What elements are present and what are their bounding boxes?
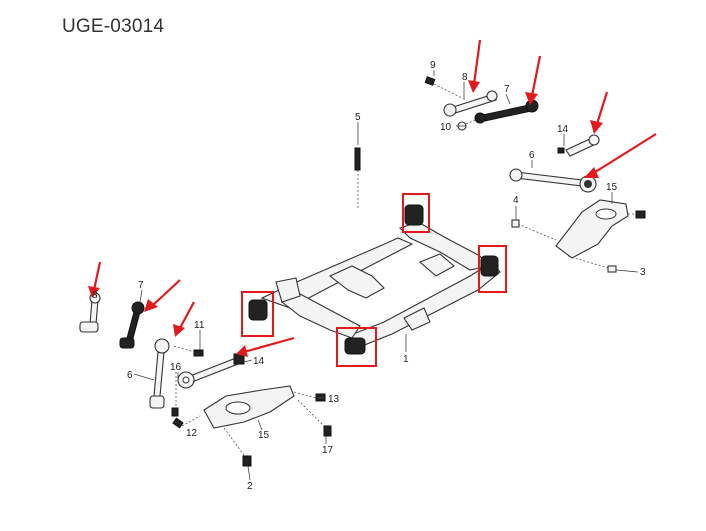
part-4-bolt [511, 219, 557, 241]
highlight-box-bushing-front-right [478, 245, 507, 293]
arrow-to-part-7-left [144, 279, 181, 312]
part-3-nut [567, 255, 617, 273]
callout-15-left: 15 [258, 430, 270, 441]
callout-14-left: 14 [253, 356, 265, 367]
part-number-title: UGE-03014 [62, 16, 165, 37]
part-5-bolt [354, 122, 361, 210]
callout-1: 1 [403, 354, 409, 365]
part-7-link-left [119, 301, 145, 349]
subframe-bracket-right [418, 253, 455, 277]
arrow-to-part-8-top [468, 39, 482, 93]
highlight-box-bushing-front-left [402, 193, 430, 233]
part-15-lower-control-arm-top [555, 199, 629, 259]
callout-7-left: 7 [138, 280, 144, 291]
callout-8-left: 8 [92, 290, 98, 301]
part-16-bolt [171, 372, 179, 417]
subframe-bushing-front-right [480, 255, 499, 277]
subframe-bracket-left [275, 277, 301, 303]
highlight-box-bushing-rear-left [241, 291, 274, 337]
arrow-to-part-14-top [590, 91, 609, 134]
part-14-link-top [557, 134, 600, 157]
callout-11: 11 [194, 320, 205, 331]
part-15-lower-control-arm-left [203, 385, 295, 429]
callout-16: 16 [170, 362, 182, 373]
arrow-to-part-7-top [525, 55, 542, 105]
callout-2: 2 [247, 481, 253, 492]
arrow-to-part-8-left [88, 261, 102, 298]
callout-14-top: 14 [557, 124, 569, 135]
subframe-mid-bracket [328, 265, 385, 299]
subframe [248, 204, 501, 355]
callout-7-top: 7 [504, 84, 510, 95]
subframe-bushing-front-left [404, 204, 424, 226]
leader-lines [95, 82, 639, 481]
arrow-to-part-14-left [236, 336, 295, 357]
part-15-bolt [628, 210, 646, 219]
callout-4: 4 [513, 195, 519, 206]
callout-12: 12 [186, 428, 198, 439]
part-17-bolt [297, 399, 332, 437]
highlight-box-bushing-rear-right [336, 327, 377, 367]
subframe-bracket-rear [403, 307, 431, 331]
callout-15-top: 15 [606, 182, 618, 193]
subframe-right-rail [346, 261, 501, 347]
part-6-arm-left [149, 338, 170, 409]
callout-3: 3 [640, 267, 646, 278]
callout-17: 17 [322, 445, 334, 456]
arrow-to-part-6-top [584, 133, 657, 178]
callout-5: 5 [355, 112, 361, 123]
part-14-link-left [177, 353, 245, 389]
callout-13: 13 [328, 394, 340, 405]
callout-6-top: 6 [529, 150, 535, 161]
callout-9: 9 [430, 60, 436, 71]
callout-6-left: 6 [127, 370, 133, 381]
part-12-bolt [172, 415, 201, 429]
subframe-bushing-rear-right [344, 337, 366, 355]
subframe-rear-crossmember [280, 293, 361, 339]
part-11-bolt [173, 345, 204, 357]
callout-8-top: 8 [462, 72, 468, 83]
part-9-bolt [424, 70, 463, 99]
part-10-nut [457, 119, 477, 131]
subframe-bushing-rear-left [248, 299, 268, 321]
arrow-to-part-6-left [173, 301, 195, 337]
part-2-bolt [223, 427, 252, 467]
part-6-arm-top [509, 168, 597, 193]
part-8-link-top [443, 90, 498, 117]
callout-10: 10 [440, 122, 452, 133]
callout-numbers: 1 2 3 4 5 6 6 7 7 8 8 9 10 11 12 13 14 1… [92, 60, 646, 492]
part-13-bolt [293, 391, 326, 402]
red-arrows [88, 39, 657, 357]
